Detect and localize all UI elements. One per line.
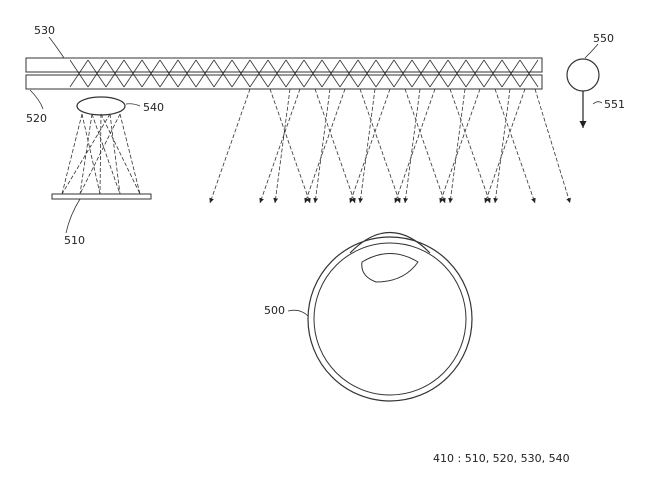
- lens-ray: [79, 113, 121, 195]
- zigzag-ray: [339, 59, 359, 88]
- outgoing-ray: [439, 88, 481, 204]
- lens-ray: [79, 113, 93, 195]
- outcoupled-rays: [209, 88, 571, 204]
- zigzag-ray: [411, 59, 431, 88]
- outgoing-ray: [349, 88, 391, 204]
- zigzag-ray: [357, 59, 377, 88]
- leader-500: [287, 309, 309, 317]
- caption: 410 : 510, 520, 530, 540: [433, 452, 570, 465]
- leader-530: [48, 36, 65, 59]
- outgoing-ray: [494, 88, 536, 204]
- internal-reflection-rays: [69, 59, 539, 88]
- eye-500: [307, 232, 473, 402]
- outgoing-ray: [394, 88, 436, 204]
- leader-510: [65, 198, 81, 234]
- label-500: 500: [264, 304, 285, 317]
- lens-ray: [109, 113, 121, 195]
- outgoing-ray: [449, 88, 491, 204]
- outgoing-ray: [209, 88, 251, 204]
- zigzag-ray: [393, 59, 413, 88]
- outgoing-ray: [259, 88, 301, 204]
- lens-ray: [81, 113, 101, 195]
- zigzag-ray: [447, 59, 467, 88]
- zigzag-ray: [501, 59, 521, 88]
- label-550: 550: [593, 32, 614, 45]
- outgoing-ray: [314, 88, 356, 204]
- outgoing-ray: [484, 88, 526, 204]
- zigzag-ray: [267, 59, 287, 88]
- outgoing-ray: [359, 88, 401, 204]
- leader-540: [125, 103, 141, 107]
- label-520: 520: [26, 112, 47, 125]
- outgoing-ray: [313, 88, 331, 204]
- label-530: 530: [34, 24, 55, 37]
- zigzag-ray: [159, 59, 179, 88]
- zigzag-ray: [141, 59, 161, 88]
- zigzag-ray: [213, 59, 233, 88]
- zigzag-ray: [429, 59, 449, 88]
- leader-551: [592, 101, 603, 105]
- object-550: [566, 58, 600, 92]
- lens-ray: [100, 113, 141, 195]
- outgoing-ray: [403, 88, 421, 204]
- outgoing-ray: [304, 88, 346, 204]
- outgoing-ray: [493, 88, 511, 204]
- outgoing-ray: [448, 88, 466, 204]
- zigzag-ray: [105, 59, 125, 88]
- lens-540: [76, 96, 126, 116]
- zigzag-ray: [249, 59, 269, 88]
- outgoing-ray: [273, 88, 291, 204]
- lens-ray: [119, 113, 141, 195]
- zigzag-ray: [87, 59, 107, 88]
- leader-550: [584, 43, 599, 59]
- zigzag-ray: [285, 59, 305, 88]
- lens-ray: [99, 113, 102, 195]
- zigzag-ray: [483, 59, 503, 88]
- outgoing-ray: [269, 88, 311, 204]
- projection-rays: [61, 113, 141, 195]
- waveguide-plate-530: [25, 57, 543, 73]
- zigzag-ray: [123, 59, 143, 88]
- label-551: 551: [604, 98, 625, 111]
- label-540: 540: [143, 101, 164, 114]
- outgoing-ray: [534, 88, 571, 204]
- zigzag-ray: [465, 59, 485, 88]
- leader-520: [29, 89, 44, 110]
- lens-ray: [61, 113, 111, 195]
- outgoing-ray: [358, 88, 376, 204]
- zigzag-ray: [519, 59, 539, 88]
- zigzag-ray: [303, 59, 323, 88]
- outgoing-ray: [404, 88, 446, 204]
- zigzag-ray: [375, 59, 395, 88]
- label-510: 510: [64, 234, 85, 247]
- zigzag-ray: [195, 59, 215, 88]
- zigzag-ray: [321, 59, 341, 88]
- zigzag-ray: [69, 59, 89, 88]
- zigzag-ray: [231, 59, 251, 88]
- waveguide-plate-520: [25, 74, 543, 90]
- display-panel-510: [51, 193, 152, 200]
- lens-ray: [91, 113, 121, 195]
- zigzag-ray: [177, 59, 197, 88]
- lens-ray: [61, 113, 83, 195]
